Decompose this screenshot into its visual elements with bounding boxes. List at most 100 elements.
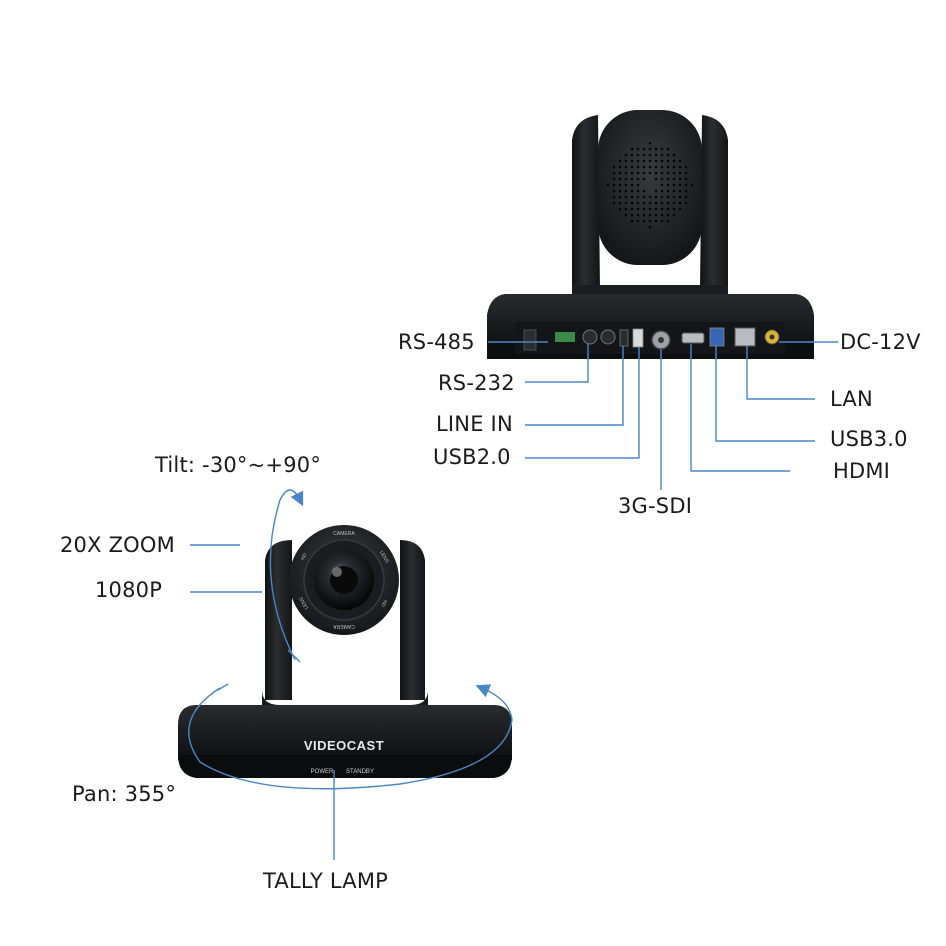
grille-hole <box>648 153 652 157</box>
grille-hole <box>642 147 646 151</box>
grille-hole <box>660 147 664 151</box>
grille-hole <box>642 219 646 223</box>
usb2-port <box>632 328 644 348</box>
grille-hole <box>624 165 628 169</box>
grille-hole <box>630 213 634 217</box>
grille-hole <box>654 213 658 217</box>
grille-hole <box>648 225 652 229</box>
label-resolution: 1080P <box>95 578 163 602</box>
label-dc12v: DC-12V <box>840 330 921 354</box>
grille-hole <box>630 183 634 187</box>
label-pan: Pan: 355° <box>72 782 177 806</box>
grille-hole <box>624 159 628 163</box>
grille-hole <box>672 213 676 217</box>
grille-hole <box>648 159 652 163</box>
grille-hole <box>630 207 634 211</box>
grille-hole <box>624 195 628 199</box>
grille-hole <box>648 171 652 175</box>
leader-rs232 <box>525 344 589 383</box>
grille-hole <box>624 183 628 187</box>
grille-hole <box>660 189 664 193</box>
grille-hole <box>654 201 658 205</box>
grille-hole <box>684 177 688 181</box>
label-sdi: 3G-SDI <box>618 494 693 518</box>
grille-hole <box>672 165 676 169</box>
grille-hole <box>630 171 634 175</box>
grille-hole <box>618 177 622 181</box>
grille-hole <box>624 153 628 157</box>
grille-hole <box>630 189 634 193</box>
grille-hole <box>678 171 682 175</box>
grille-hole <box>660 165 664 169</box>
grille-hole <box>618 183 622 187</box>
grille-hole <box>660 201 664 205</box>
brand-logo-text: VIDEOCAST <box>304 738 384 753</box>
grille-hole <box>642 177 646 181</box>
grille-hole <box>648 219 652 223</box>
grille-hole <box>642 171 646 175</box>
grille-hole <box>684 165 688 169</box>
grille-hole <box>654 147 658 151</box>
lens-ring-word: HD <box>379 598 388 608</box>
grille-hole <box>642 207 646 211</box>
label-rs232: RS-232 <box>438 371 515 395</box>
lan-port <box>734 327 756 347</box>
grille-hole <box>642 201 646 205</box>
grille-hole <box>666 159 670 163</box>
grille-hole <box>612 171 616 175</box>
power-switch <box>523 329 537 351</box>
grille-hole <box>672 183 676 187</box>
grille-hole <box>666 219 670 223</box>
grille-hole <box>672 207 676 211</box>
grille-hole <box>660 171 664 175</box>
grille-hole <box>660 207 664 211</box>
grille-hole <box>678 177 682 181</box>
grille-hole <box>666 213 670 217</box>
grille-hole <box>660 195 664 199</box>
grille-hole <box>672 177 676 181</box>
power-indicator-text: POWER <box>311 769 334 775</box>
grille-hole <box>654 159 658 163</box>
grille-hole <box>654 177 658 181</box>
grille-hole <box>612 177 616 181</box>
speaker-grille <box>606 141 694 229</box>
grille-hole <box>684 201 688 205</box>
label-tally: TALLY LAMP <box>263 869 389 893</box>
grille-hole <box>612 195 616 199</box>
grille-hole <box>672 189 676 193</box>
leader-usb30 <box>715 346 815 442</box>
grille-hole <box>636 147 640 151</box>
grille-hole <box>678 207 682 211</box>
grille-hole <box>648 141 652 145</box>
grille-hole <box>660 159 664 163</box>
rs232-out-port <box>600 329 616 345</box>
grille-hole <box>666 195 670 199</box>
grille-hole <box>630 147 634 151</box>
rear-camera-head <box>598 110 702 265</box>
grille-hole <box>654 195 658 199</box>
grille-hole <box>642 159 646 163</box>
grille-hole <box>666 189 670 193</box>
grille-hole <box>606 183 610 187</box>
grille-hole <box>636 195 640 199</box>
grille-hole <box>660 183 664 187</box>
grille-hole <box>636 189 640 193</box>
leader-hdmi <box>690 344 790 472</box>
grille-hole <box>618 171 622 175</box>
front-camera-base <box>178 705 512 760</box>
grille-hole <box>636 177 640 181</box>
pan-arrow <box>188 684 513 790</box>
grille-hole <box>630 159 634 163</box>
grille-hole <box>642 213 646 217</box>
grille-hole <box>648 207 652 211</box>
grille-hole <box>666 183 670 187</box>
grille-hole <box>672 201 676 205</box>
grille-hole <box>630 201 634 205</box>
grille-hole <box>672 153 676 157</box>
grille-hole <box>666 177 670 181</box>
grille-hole <box>612 183 616 187</box>
leader-line-in <box>525 346 624 426</box>
label-usb30: USB3.0 <box>830 427 908 451</box>
label-rs485: RS-485 <box>398 330 475 354</box>
